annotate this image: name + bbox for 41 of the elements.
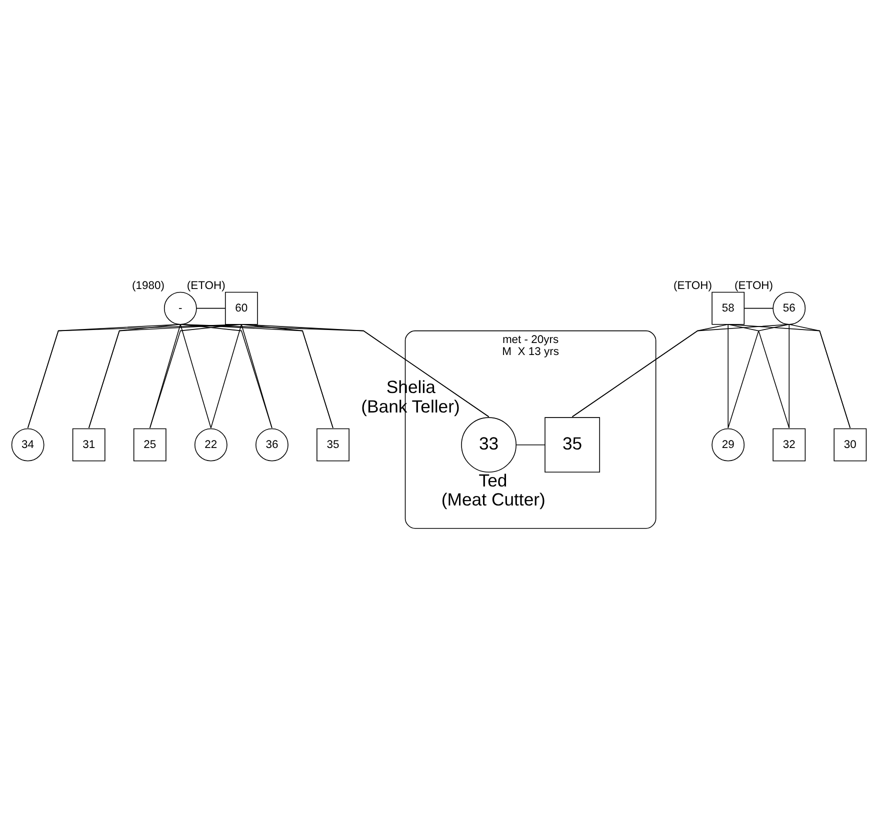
node-label: (Meat Cutter) (441, 490, 546, 510)
connector (180, 324, 212, 428)
connector (196, 308, 226, 309)
connector (180, 324, 334, 428)
connector (788, 324, 790, 428)
connector (27, 324, 242, 428)
node-box: 35 (544, 417, 600, 473)
node-box: 31 (72, 428, 106, 462)
node-box: 58 (712, 292, 745, 325)
node-label: (ETOH) (734, 280, 774, 292)
connector (744, 308, 774, 309)
connector (241, 324, 334, 428)
connector (180, 324, 490, 418)
node-circle: 22 (194, 428, 228, 462)
node-box: 35 (316, 428, 350, 462)
connector (180, 324, 272, 428)
connector (210, 324, 242, 428)
connector (516, 444, 546, 446)
connector (728, 324, 729, 428)
node-circle: 29 (712, 428, 745, 462)
node-box: 60 (224, 292, 258, 325)
connector (728, 324, 851, 428)
connector (88, 324, 242, 428)
connector (241, 324, 490, 418)
connector (788, 324, 851, 428)
connector (572, 324, 790, 418)
node-label: (ETOH) (674, 280, 712, 292)
node-circle: 33 (461, 417, 516, 473)
node-label: (ETOH) (186, 280, 226, 292)
node-box: 25 (133, 428, 166, 462)
node-label: Ted (478, 470, 508, 490)
node-circle: 36 (256, 428, 288, 462)
node-box: 30 (834, 428, 867, 462)
connector (728, 324, 790, 428)
node-label: (1980) (132, 280, 165, 292)
node-box: 32 (772, 428, 806, 462)
node-circle: 34 (11, 428, 44, 462)
connector (149, 324, 242, 428)
node-circle: - (164, 292, 197, 325)
connector (241, 324, 272, 428)
node-circle: 56 (772, 292, 806, 325)
